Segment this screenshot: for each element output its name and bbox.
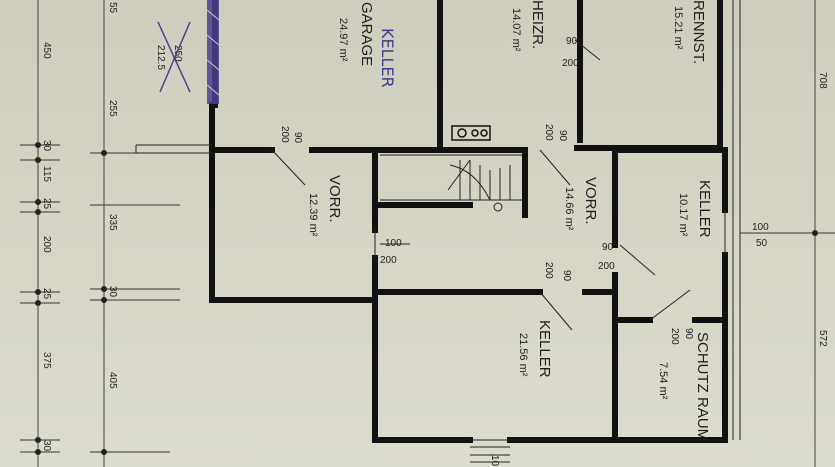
window-dimension: 250 212.5: [155, 21, 191, 93]
door-3-top: 90: [557, 130, 568, 142]
keller-bottom-area: 21.56 m²: [517, 333, 529, 377]
door-6-top: 90: [561, 270, 572, 282]
door-5-top: 90: [602, 242, 614, 253]
dim-left-200: 200: [41, 236, 52, 253]
vorr-right-name: VORR.: [582, 177, 599, 225]
garage-handwritten: KELLER: [378, 28, 397, 88]
vorr-left-name: VORR.: [326, 175, 343, 223]
door-swings: [271, 39, 726, 331]
heizr-name: HEIZR.: [529, 0, 546, 49]
dim-inner-335: 335: [107, 214, 118, 231]
heizr-area: 14.07 m²: [510, 8, 522, 52]
garage-window: [206, 0, 220, 104]
door-5-bottom: 200: [598, 261, 615, 272]
dim-inner-255: 255: [107, 100, 118, 117]
boiler-symbol: [451, 125, 491, 141]
door-1-bottom: 200: [279, 126, 290, 143]
door-4-bottom: 200: [380, 255, 397, 266]
door-6-bottom: 200: [543, 262, 554, 279]
keller-bottom-name: KELLER: [536, 320, 553, 378]
brennst-area: 15.21 m²: [672, 6, 684, 50]
dim-inner-30: 30: [107, 286, 118, 298]
keller-right-name: KELLER: [696, 180, 713, 238]
garage-name: GARAGE: [358, 2, 375, 66]
dim-right-572: 572: [817, 330, 828, 347]
vorr-left-area: 12.39 m²: [307, 193, 319, 237]
door-2-bottom: 200: [562, 58, 579, 69]
dimension-labels: 450 30 115 25 200 25 375 30 55 255 335 3…: [41, 2, 828, 467]
schutzraum-area: 7.54 m²: [657, 362, 669, 400]
dim-left-25a: 25: [41, 198, 52, 210]
door-3-bottom: 200: [543, 124, 554, 141]
door-7-top: 90: [683, 328, 694, 340]
room-labels: KELLER GARAGE 24.97 m² HEIZR. 14.07 m² R…: [307, 0, 713, 441]
dim-right-708: 708: [817, 72, 828, 89]
garage-area: 24.97 m²: [337, 18, 349, 62]
dim-bottom-10: 10: [489, 455, 500, 467]
door-8-bottom: 50: [756, 238, 768, 249]
door-1-top: 90: [292, 132, 303, 144]
dim-inner-405: 405: [107, 372, 118, 389]
door-8-top: 100: [752, 222, 769, 233]
dim-left-30b: 30: [41, 440, 52, 452]
door-labels: 90 200 90 200 90 200 100 200 90 200 90 2…: [279, 36, 769, 345]
schutzraum-name: SCHUTZ RAUM: [694, 332, 711, 441]
dim-left-25b: 25: [41, 288, 52, 300]
dim-left-115: 115: [41, 166, 52, 182]
dimension-lines: [20, 0, 835, 467]
dim-left-375: 375: [41, 352, 52, 369]
door-4-top: 100: [385, 238, 402, 249]
window-dim-new: 212.5: [155, 45, 166, 70]
dim-left-30a: 30: [41, 140, 52, 152]
window-dim-old: 250: [172, 45, 183, 62]
dim-inner-55: 55: [107, 2, 118, 14]
vorr-right-area: 14.66 m²: [563, 187, 575, 231]
door-2-top: 90: [566, 36, 578, 47]
door-7-bottom: 200: [669, 328, 680, 345]
brennst-name: RENNST.: [690, 0, 707, 64]
keller-right-area: 10.17 m²: [677, 193, 689, 237]
staircase: [447, 159, 511, 212]
dim-left-450: 450: [41, 42, 52, 59]
